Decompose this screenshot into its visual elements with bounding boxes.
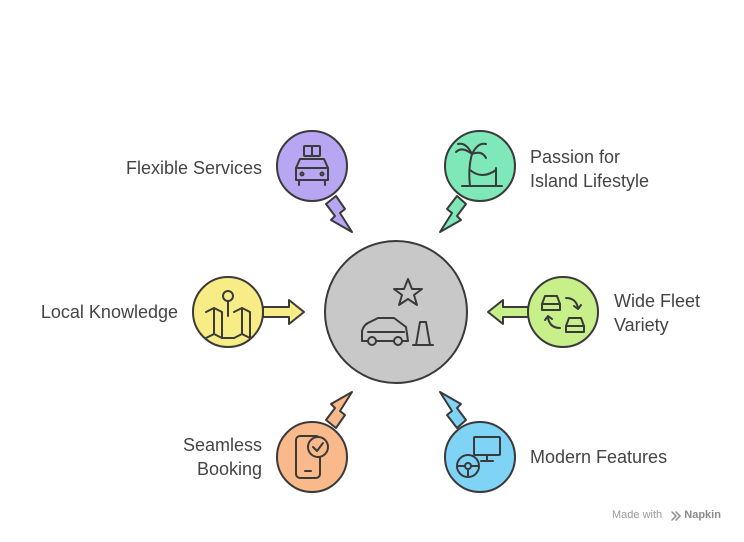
node-seamless-booking bbox=[276, 391, 353, 493]
car-swap-icon bbox=[541, 295, 585, 333]
node-flexible-services bbox=[276, 130, 353, 233]
map-pin-icon bbox=[205, 290, 251, 339]
label-passion-island: Passion for Island Lifestyle bbox=[530, 147, 650, 191]
made-with-napkin-watermark: Made with Napkin bbox=[612, 509, 721, 521]
palm-hammock-icon bbox=[455, 142, 503, 187]
node-passion-island bbox=[439, 130, 516, 233]
node-wide-fleet bbox=[487, 276, 599, 348]
center-hub bbox=[324, 240, 468, 384]
watermark-brand: Napkin bbox=[684, 509, 721, 521]
car-luggage-icon bbox=[295, 145, 329, 186]
label-seamless-booking: Seamless Booking bbox=[182, 435, 262, 479]
phone-check-icon bbox=[295, 435, 329, 479]
label-wide-fleet: Wide Fleet Variety bbox=[614, 291, 701, 335]
car-star-cone-icon bbox=[361, 278, 434, 346]
label-modern-features: Modern Features bbox=[530, 447, 668, 467]
label-local-knowledge: Local Knowledge bbox=[40, 302, 178, 322]
steering-monitor-icon bbox=[456, 436, 501, 478]
label-flexible-services: Flexible Services bbox=[125, 158, 262, 178]
watermark-prefix: Made with bbox=[612, 509, 663, 521]
node-local-knowledge bbox=[192, 276, 305, 348]
node-modern-features bbox=[439, 391, 516, 493]
napkin-logo-icon bbox=[671, 511, 682, 521]
